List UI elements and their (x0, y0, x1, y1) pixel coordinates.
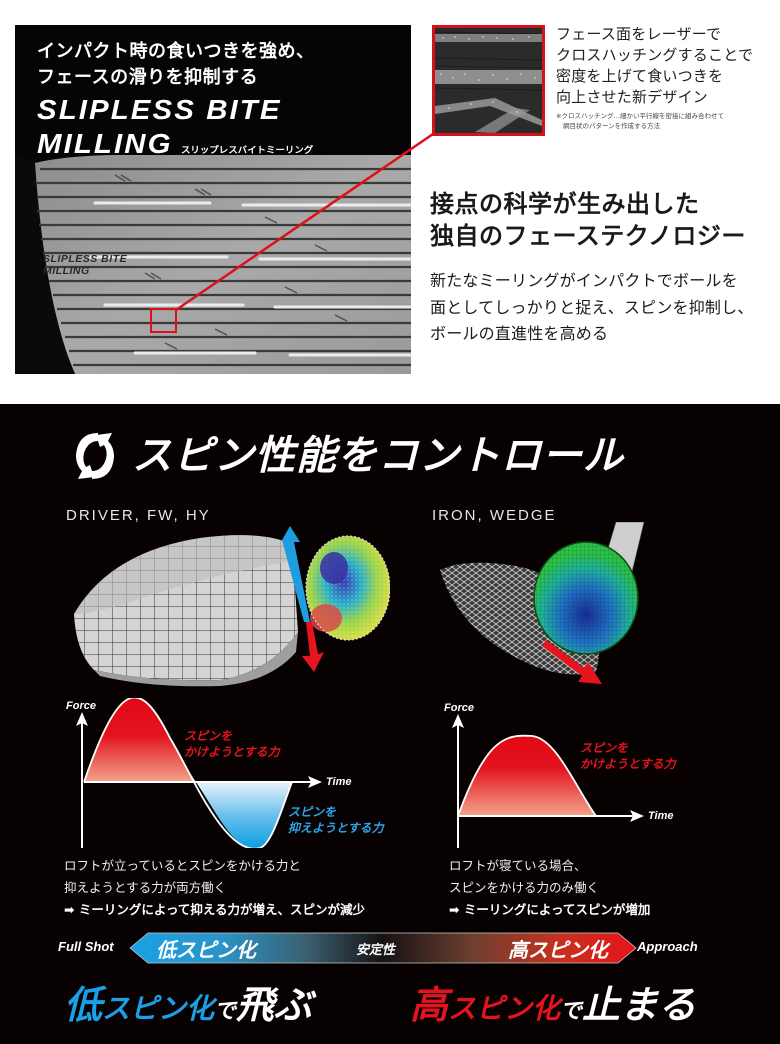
driver-description: ロフトが立っているとスピンをかける力と 抑えようとする力が両方働く ➡ ミーリン… (64, 855, 365, 921)
milling-headline: インパクト時の食いつきを強め、 フェースの滑りを抑制する SLIPLESS BI… (37, 39, 315, 165)
crosshatch-footnote: ※クロスハッチング…細かい平行線を密接に組み合わせて 網目状のパターンを作成する… (556, 111, 776, 131)
tech-title-1: 接点の科学が生み出した (430, 190, 700, 218)
driver-spin-suppress-line-2: 抑えようとする力 (288, 821, 384, 835)
iron-spin-add-annotation: スピンを かけようとする力 (580, 740, 676, 772)
spin-control-title: スピン性能をコントロール (68, 426, 624, 486)
low-spin-slogan-spin: スピン化 (102, 992, 215, 1025)
low-spin-label: 低スピン化 (156, 938, 256, 962)
engraving-line-2: MILLING (43, 265, 90, 277)
crosshatch-texture (435, 28, 542, 133)
iron-force-graph: Force Time スピンを かけようとする力 (436, 698, 716, 848)
headline-en-2: MILLING スリップレスバイトミーリング (37, 129, 328, 165)
driver-force-graph: Force Time スピンを かけようとする力 スピンを 抑えようとする力 (60, 696, 420, 850)
high-spin-slogan: 高スピン化で止まる (410, 974, 696, 1029)
headline-reading: スリップレスバイトミーリング (180, 145, 314, 155)
driver-spin-add-line-1: スピンを (184, 729, 233, 743)
driver-x-axis-label: Time (326, 776, 352, 788)
driver-spin-add-annotation: スピンを かけようとする力 (184, 728, 280, 760)
stability-label: 安定性 (356, 943, 396, 958)
crosshatch-closeup (432, 25, 545, 136)
headline-jp-1: インパクト時の食いつきを強め、 (37, 41, 315, 62)
spin-scale: Full Shot Approach 低スピン化 安定性 高スピン化 (0, 931, 780, 965)
headline-en-2-text: MILLING (37, 128, 173, 159)
tech-title-2: 独自のフェーステクノロジー (430, 222, 746, 250)
high-spin-label: 高スピン化 (508, 938, 608, 962)
high-spin-slogan-spin: スピン化 (448, 992, 561, 1025)
high-spin-slogan-kanji: 高 (410, 983, 449, 1027)
face-technology-copy: 接点の科学が生み出した 独自のフェーステクノロジー 新たなミーリングがインパクト… (430, 188, 775, 348)
high-spin-slogan-particle: で (560, 999, 583, 1024)
tech-body-line-1: 新たなミーリングがインパクトでボールを (430, 271, 738, 290)
driver-spin-suppress-line-1: スピンを (288, 805, 337, 819)
low-spin-slogan: 低スピン化で飛ぶ (64, 974, 312, 1029)
footnote-line-1: ※クロスハッチング…細かい平行線を密接に組み合わせて (556, 112, 724, 120)
low-spin-slogan-verb: 飛ぶ (236, 983, 313, 1027)
low-spin-slogan-kanji: 低 (64, 983, 103, 1027)
driver-desc-line-2: 抑えようとする力が両方働く (64, 880, 227, 895)
driver-conclusion: ➡ ミーリングによって抑える力が増え、スピンが減少 (64, 902, 365, 917)
spin-scale-arrow-bar (129, 932, 637, 964)
face-engraving: SLIPLESS BITE MILLING (43, 253, 127, 277)
iron-impact-simulation (440, 522, 645, 684)
iron-category-label: IRON, WEDGE (432, 507, 557, 524)
full-shot-label: Full Shot (58, 939, 114, 954)
low-spin-slogan-particle: で (214, 999, 237, 1024)
driver-spin-suppress-annotation: スピンを 抑えようとする力 (288, 804, 384, 836)
driver-y-axis-label: Force (66, 700, 96, 712)
high-spin-slogan-verb: 止まる (582, 983, 697, 1027)
club-face-photo: SLIPLESS BITE MILLING インパクト時の食いつきを強め、 フェ… (15, 25, 411, 374)
iron-desc-line-1: ロフトが寝ている場合、 (449, 858, 587, 873)
crosshatch-lead-1: フェース面をレーザーで (556, 25, 722, 43)
headline-en-1: SLIPLESS BITE (37, 94, 282, 125)
iron-spin-add-line-1: スピンを (580, 741, 629, 755)
crosshatch-lead-4: 向上させた新デザイン (556, 88, 709, 106)
driver-impact-simulation (74, 526, 390, 687)
iron-spin-add-line-2: かけようとする力 (580, 757, 676, 771)
iron-description: ロフトが寝ている場合、 スピンをかける力のみ働く ➡ ミーリングによってスピンが… (449, 855, 650, 921)
tech-body: 新たなミーリングがインパクトでボールを 面としてしっかりと捉え、スピンを抑制し、… (430, 268, 775, 348)
rotate-arrows-icon (76, 433, 114, 479)
magnify-marker (150, 308, 177, 333)
driver-spin-add-line-2: かけようとする力 (184, 745, 280, 759)
spin-slogans: 低スピン化で飛ぶ 高スピン化で止まる (0, 974, 780, 1034)
spin-control-section: スピン性能をコントロール DRIVER, FW, HY (0, 404, 780, 1044)
spin-control-heading: スピン性能をコントロール (132, 433, 624, 479)
face-technology-section: SLIPLESS BITE MILLING インパクト時の食いつきを強め、 フェ… (0, 0, 780, 404)
approach-label: Approach (637, 939, 698, 954)
crosshatch-lead-2: クロスハッチングすることで (556, 46, 754, 64)
tech-body-line-2: 面としてしっかりと捉え、スピンを抑制し、 (430, 297, 754, 317)
iron-desc-line-2: スピンをかける力のみ働く (449, 880, 600, 895)
iron-force-curve (452, 714, 644, 848)
headline-jp-2: フェースの滑りを抑制する (37, 67, 259, 88)
iron-conclusion: ➡ ミーリングによってスピンが増加 (449, 902, 651, 917)
crosshatch-lead-3: 密度を上げて食いつきを (556, 67, 724, 85)
iron-x-axis-label: Time (648, 810, 674, 822)
tech-body-line-3: ボールの直進性を高める (430, 324, 609, 343)
crosshatch-description: フェース面をレーザーで クロスハッチングすることで 密度を上げて食いつきを 向上… (556, 24, 776, 131)
footnote-line-2: 網目状のパターンを作成する方法 (563, 122, 661, 130)
engraving-line-1: SLIPLESS BITE (43, 253, 128, 265)
driver-desc-line-1: ロフトが立っているとスピンをかける力と (64, 858, 301, 873)
driver-force-curve (76, 696, 322, 850)
driver-category-label: DRIVER, FW, HY (66, 507, 211, 524)
iron-y-axis-label: Force (444, 702, 474, 714)
